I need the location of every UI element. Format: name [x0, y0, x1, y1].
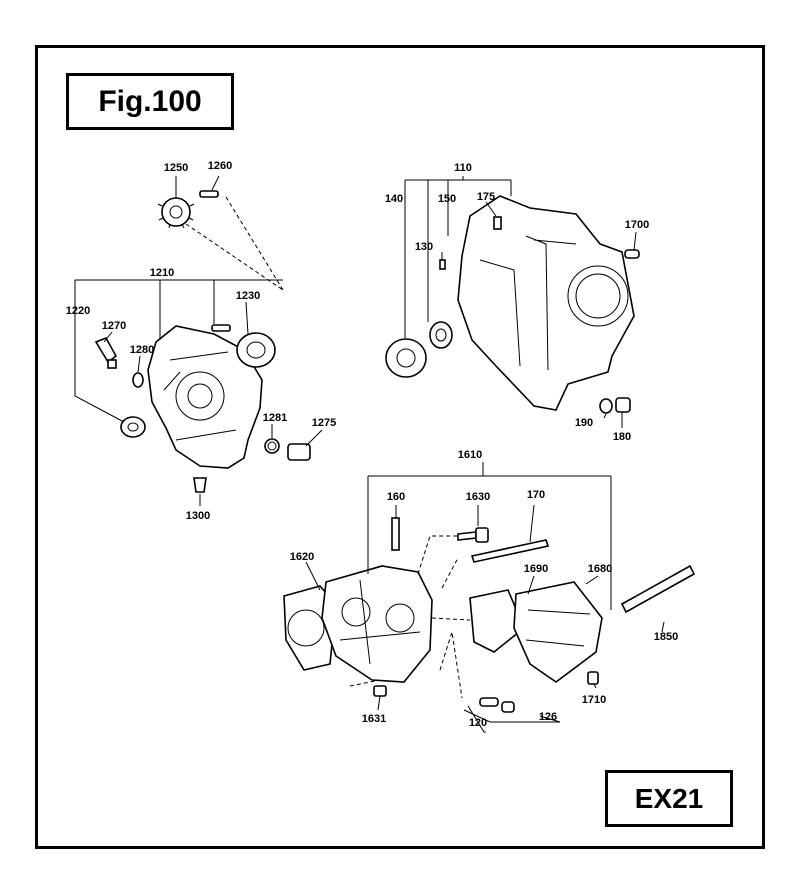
drain-washer-part	[599, 398, 613, 414]
label-1220: 1220	[66, 305, 90, 317]
oil-seal-part	[120, 416, 146, 438]
label-1610: 1610	[458, 449, 482, 461]
label-126: 126	[539, 711, 557, 723]
label-1680: 1680	[588, 563, 612, 575]
crankcase-oil-seal-part	[429, 321, 453, 349]
breather-plug-part	[501, 701, 515, 713]
figure-title: Fig.100	[66, 73, 234, 130]
head-stud-part	[391, 517, 400, 551]
dowel-pin-part	[439, 259, 446, 270]
cylinder-head-part	[321, 565, 433, 683]
cover-gasket-part	[469, 589, 525, 653]
cylinder-head-group	[283, 462, 696, 733]
breather-tube-part	[620, 564, 696, 614]
model-code: EX21	[605, 770, 733, 827]
label-1850: 1850	[654, 631, 678, 643]
part-number-labels: 1250 1260 1210 1220 1230 1270 1280 1281 …	[66, 160, 678, 729]
label-180: 180	[613, 431, 631, 443]
head-bolt-part	[457, 527, 489, 543]
oil-drain-plug-part	[615, 397, 631, 413]
label-1250: 1250	[164, 162, 188, 174]
drain-plug-part	[287, 443, 311, 461]
label-1631: 1631	[362, 713, 386, 725]
gear-pin-part	[199, 190, 219, 198]
label-130: 130	[415, 241, 433, 253]
label-1270: 1270	[102, 320, 126, 332]
oil-dipstick-part	[94, 336, 118, 369]
label-1300: 1300	[186, 510, 210, 522]
label-140: 140	[385, 193, 403, 205]
dowel-part	[479, 697, 499, 707]
cover-bearing-part	[236, 332, 276, 368]
drawing-frame	[35, 45, 765, 849]
label-1210: 1210	[150, 267, 174, 279]
crankcase-cover-group	[74, 175, 323, 506]
label-150: 150	[438, 193, 456, 205]
label-1275: 1275	[312, 417, 336, 429]
label-1260: 1260	[208, 160, 232, 172]
crankcase-group	[385, 176, 640, 428]
long-stud-part	[470, 539, 550, 563]
label-170: 170	[527, 489, 545, 501]
crankcase-part	[457, 195, 635, 411]
label-110: 110	[454, 162, 472, 174]
cover-bolt-part	[211, 324, 231, 332]
label-175: 175	[477, 191, 495, 203]
crankcase-cover-part	[147, 325, 263, 469]
label-190: 190	[575, 417, 593, 429]
label-1620: 1620	[290, 551, 314, 563]
label-1230: 1230	[236, 290, 260, 302]
label-1710: 1710	[582, 694, 606, 706]
label-1630: 1630	[466, 491, 490, 503]
dipstick-o-ring-part	[132, 372, 144, 388]
cover-bolt-part	[587, 671, 599, 685]
label-1700: 1700	[625, 219, 649, 231]
rocker-cover-part	[513, 581, 603, 683]
crankcase-bolt-part	[493, 216, 502, 230]
cover-flange-bolt-part	[193, 477, 207, 493]
head-small-bolt-part	[373, 685, 387, 697]
label-1280: 1280	[130, 344, 154, 356]
crankcase-bearing-part	[385, 338, 427, 378]
label-1281: 1281	[263, 412, 287, 424]
label-160: 160	[387, 491, 405, 503]
governor-gear-part	[157, 197, 195, 229]
plug-o-ring-part	[264, 438, 280, 454]
locating-pin-part	[624, 249, 640, 259]
label-1690: 1690	[524, 563, 548, 575]
label-120: 120	[469, 717, 487, 729]
